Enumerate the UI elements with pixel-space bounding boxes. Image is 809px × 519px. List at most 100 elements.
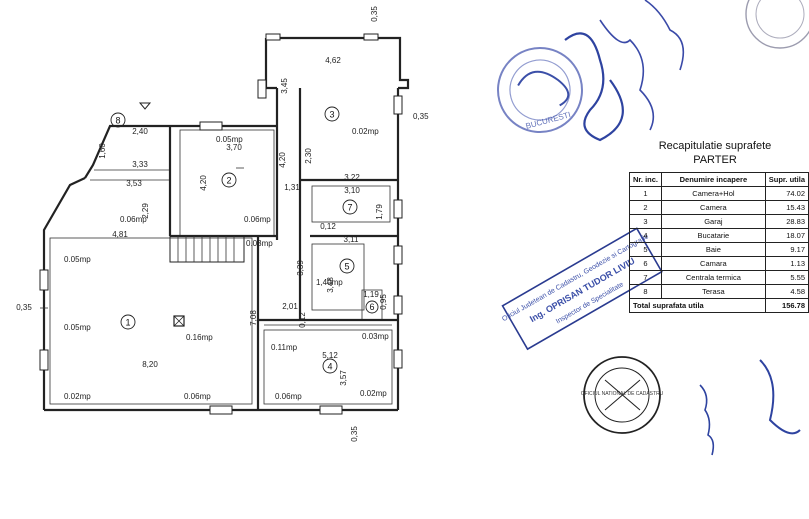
table-total-row: Total suprafata utila 156.78 bbox=[629, 298, 809, 313]
table-row: 5 Baie 9.17 bbox=[628, 242, 809, 257]
area-label: 0.02mp bbox=[64, 392, 91, 401]
total-label: Total suprafata utila bbox=[629, 298, 766, 313]
col-header-nr: Nr. inc. bbox=[628, 172, 663, 187]
area-label: 0.03mp bbox=[246, 239, 273, 248]
col-header-name: Denumire incapere bbox=[661, 172, 766, 187]
cell-nr: 8 bbox=[628, 284, 663, 299]
cell-area: 74.02 bbox=[764, 186, 809, 201]
stamp-text: BUCURESTI bbox=[525, 110, 572, 131]
dim-label: 3,57 bbox=[339, 370, 348, 386]
cell-name: Terasa bbox=[661, 284, 766, 299]
area-label: 0.16mp bbox=[186, 333, 213, 342]
dim-label: 1,19 bbox=[363, 290, 379, 299]
area-recap-panel: Recapitulatie suprafete PARTER Nr. inc. … bbox=[628, 140, 809, 313]
dim-label: 7,08 bbox=[249, 310, 258, 326]
signature-scribble bbox=[644, 0, 685, 71]
handwriting bbox=[699, 384, 715, 456]
dim-label: 0,35 bbox=[16, 303, 32, 312]
area-label: 0.06mp bbox=[120, 215, 147, 224]
room-markers: 1 2 3 4 5 6 7 8 bbox=[110, 106, 379, 374]
symbols bbox=[40, 102, 244, 327]
area-label: 0.02mp bbox=[360, 389, 387, 398]
dim-label: 3,22 bbox=[344, 173, 360, 182]
area-label: 0.06mp bbox=[184, 392, 211, 401]
round-stamp-oncgc: OFICIUL NATIONAL DE CADASTRU bbox=[581, 356, 664, 434]
cell-nr: 2 bbox=[628, 200, 663, 215]
dim-label: 1,60 bbox=[98, 143, 107, 159]
cell-nr: 6 bbox=[628, 256, 663, 271]
dim-label: 4,20 bbox=[199, 175, 208, 191]
room-8-number: 8 bbox=[115, 116, 120, 126]
cell-area: 4.58 bbox=[764, 284, 809, 299]
room-4-number: 4 bbox=[327, 362, 332, 372]
col-header-area: Supr. utila bbox=[764, 172, 809, 187]
dim-label: 3,10 bbox=[344, 186, 360, 195]
dim-label: 4,81 bbox=[112, 230, 128, 239]
table-row: 7 Centrala termica 5.55 bbox=[628, 270, 809, 285]
dim-label: 3,33 bbox=[132, 160, 148, 169]
area-label: 0.06mp bbox=[275, 392, 302, 401]
dim-label: 0,95 bbox=[379, 294, 388, 310]
cell-area: 18.07 bbox=[764, 228, 809, 243]
cell-area: 1.13 bbox=[764, 256, 809, 271]
area-label: 0.05mp bbox=[64, 323, 91, 332]
dim-label: 5,12 bbox=[322, 351, 338, 360]
recap-table: Nr. inc. Denumire incapere Supr. utila 1… bbox=[628, 172, 809, 313]
dim-label: 0,12 bbox=[320, 222, 336, 231]
table-row: 8 Terasa 4.58 bbox=[628, 284, 809, 299]
total-value: 156.78 bbox=[764, 298, 809, 313]
room-6-number: 6 bbox=[369, 302, 374, 312]
table-row: 3 Garaj 28.83 bbox=[628, 214, 809, 229]
dim-label: 8,20 bbox=[142, 360, 158, 369]
area-label: 0.02mp bbox=[352, 127, 379, 136]
dim-label: 4,20 bbox=[278, 152, 287, 168]
area-label: 0.11mp bbox=[271, 343, 298, 352]
cell-name: Centrala termica bbox=[661, 270, 766, 285]
dim-label: 0,35 bbox=[413, 112, 429, 121]
room-5-number: 5 bbox=[344, 262, 349, 272]
table-row: 4 Bucatarie 18.07 bbox=[628, 228, 809, 243]
area-label: 0.05mp bbox=[216, 135, 243, 144]
cell-nr: 1 bbox=[628, 186, 663, 201]
cell-name: Camara bbox=[661, 256, 766, 271]
dim-label: 3,39 bbox=[296, 260, 305, 276]
dim-label: 2,30 bbox=[304, 148, 313, 164]
round-stamp-bucuresti: BUCURESTI bbox=[497, 46, 583, 133]
room-3-number: 3 bbox=[329, 110, 334, 120]
staircase bbox=[169, 235, 245, 263]
table-header-row: Nr. inc. Denumire incapere Supr. utila bbox=[628, 172, 809, 187]
windows bbox=[39, 79, 403, 415]
cell-area: 9.17 bbox=[764, 242, 809, 257]
signature-scribble bbox=[599, 19, 655, 131]
dim-label: 3,48 bbox=[326, 277, 335, 293]
signature-scribble bbox=[759, 359, 801, 435]
cell-area: 28.83 bbox=[764, 214, 809, 229]
cell-area: 5.55 bbox=[764, 270, 809, 285]
table-row: 1 Camera+Hol 74.02 bbox=[628, 186, 809, 201]
dim-label: 3,45 bbox=[280, 78, 289, 94]
stamp-text: OFICIUL NATIONAL DE CADASTRU bbox=[581, 391, 664, 397]
signature-scribble bbox=[564, 32, 624, 142]
dim-label: 2,29 bbox=[141, 203, 150, 219]
dim-label: 1,79 bbox=[375, 204, 384, 220]
dim-label: 3,70 bbox=[226, 143, 242, 152]
cell-nr: 7 bbox=[628, 270, 663, 285]
area-label: 1,40mp bbox=[316, 278, 343, 287]
room-7-number: 7 bbox=[347, 203, 352, 213]
dimensions: 0,35 4,62 3,45 0,35 2,40 3,70 1,60 3,33 … bbox=[16, 6, 429, 442]
table-row: 6 Camara 1.13 bbox=[628, 256, 809, 271]
dim-label: 3,11 bbox=[344, 235, 360, 244]
dim-label: 2,01 bbox=[282, 302, 298, 311]
cell-name: Camera+Hol bbox=[661, 186, 766, 201]
area-label: 0.03mp bbox=[362, 332, 389, 341]
cell-area: 15.43 bbox=[764, 200, 809, 215]
recap-title: Recapitulatie suprafete bbox=[658, 140, 772, 152]
cell-name: Camera bbox=[661, 200, 766, 215]
dim-label: 0,35 bbox=[350, 426, 359, 442]
area-label: 0.06mp bbox=[244, 215, 271, 224]
table-row: 2 Camera 15.43 bbox=[628, 200, 809, 215]
cell-name: Garaj bbox=[661, 214, 766, 229]
cell-nr: 4 bbox=[628, 228, 663, 243]
dim-label: 1,31 bbox=[284, 183, 300, 192]
